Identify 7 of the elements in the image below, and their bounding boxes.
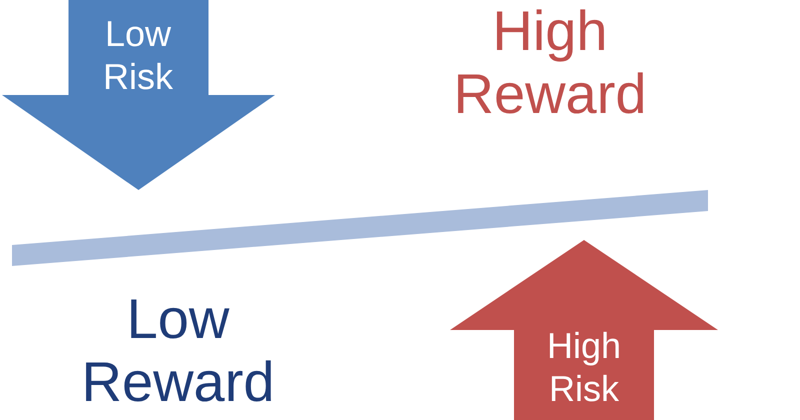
down-arrow bbox=[2, 0, 275, 190]
up-arrow bbox=[450, 240, 718, 420]
label: High Reward bbox=[452, 0, 648, 126]
label: Low Reward bbox=[80, 288, 276, 414]
tilted-bar bbox=[12, 190, 708, 266]
arrow-label: Low Risk bbox=[102, 12, 174, 98]
arrow-label: High Risk bbox=[546, 324, 622, 410]
